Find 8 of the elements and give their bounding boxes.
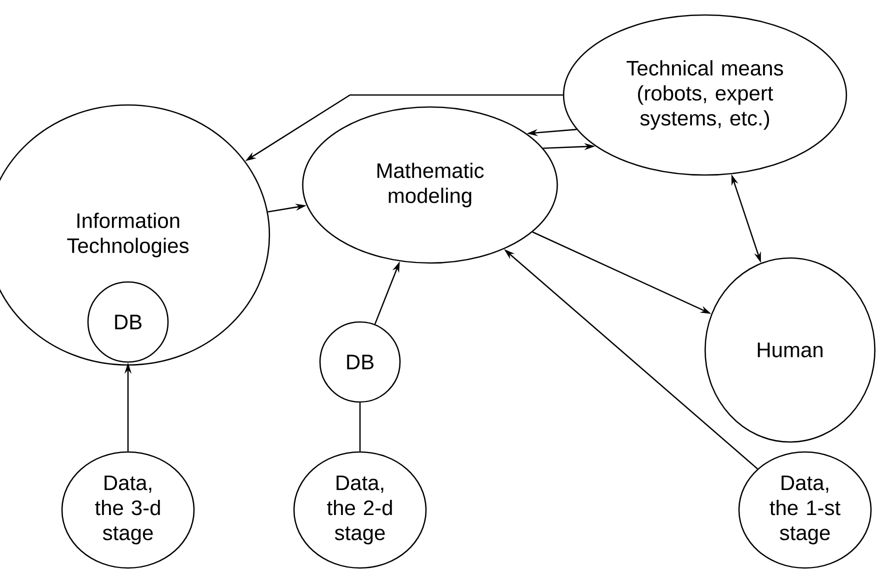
oval: Human (704, 257, 876, 443)
oval: Technical means (robots, expert systems, etc.) (562, 14, 848, 176)
oval: Data, the 3-d stage (61, 451, 195, 569)
oval: Data, the 2-d stage (293, 451, 427, 569)
oval: Mathematic modeling (302, 106, 558, 264)
circle-node: DB (319, 321, 401, 403)
circle-node: DB (87, 281, 169, 363)
oval: Data, the 1-st stage (738, 451, 872, 569)
